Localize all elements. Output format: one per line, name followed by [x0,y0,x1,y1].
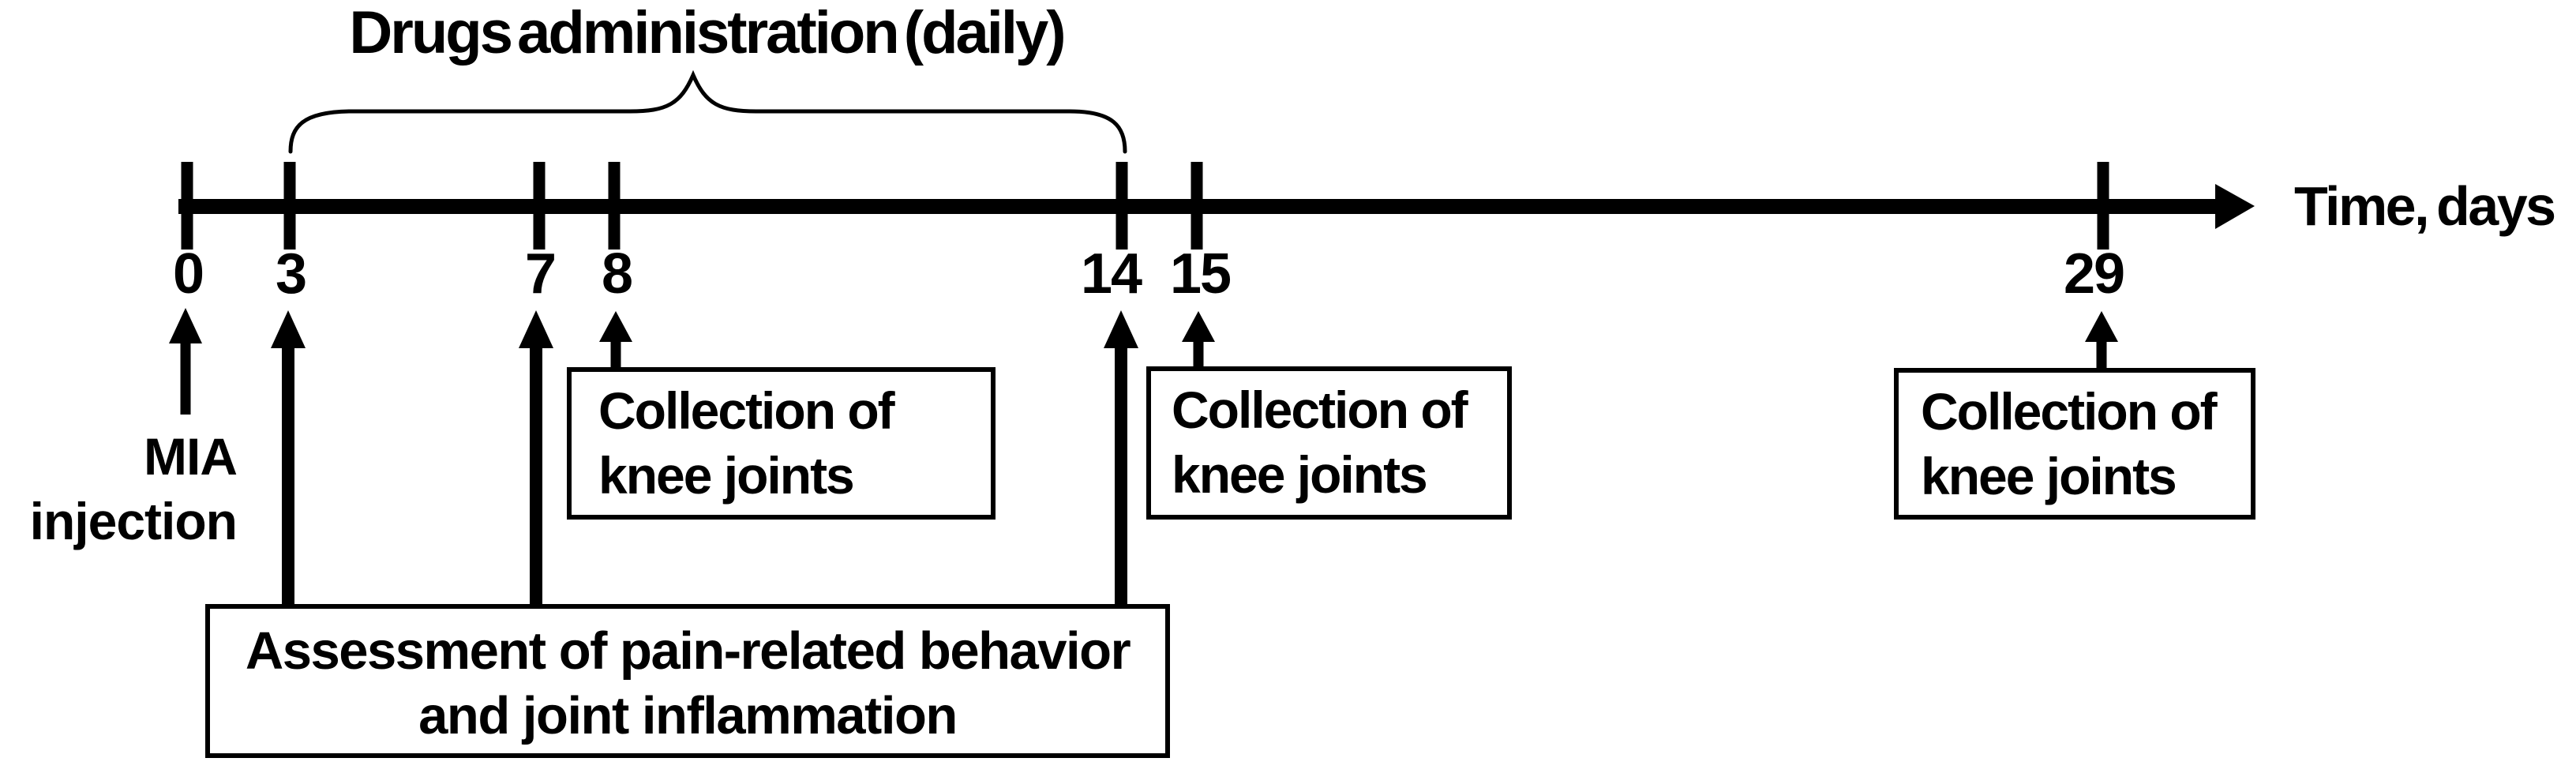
assessment-box-line1: Assessment of pain-related behavior [245,621,1131,681]
collection-arrow-day-29-icon [2085,311,2118,368]
tick-day-15 [1191,162,1203,250]
mia-injection-label-line1: MIA [144,427,238,486]
mia-injection-label-line2: injection [29,491,238,550]
tick-day-8 [608,162,621,250]
collection-box-line1: Collection of [1172,381,1468,439]
tick-day-0 [181,162,193,250]
mia-injection-arrow-icon [169,308,202,415]
tick-label-day-14: 14 [1080,242,1142,306]
collection-box-line1: Collection of [1921,382,2218,441]
tick-label-day-8: 8 [601,242,633,306]
collection-arrow-day-8-icon [599,311,632,368]
tick-day-3 [283,162,296,250]
tick-label-day-29: 29 [2063,242,2125,306]
tick-label-day-7: 7 [524,242,557,306]
assessment-box-line2: and joint inflammation [418,685,958,745]
tick-day-14 [1116,162,1128,250]
collection-box-line2: knee joints [1172,445,1428,504]
collection-box-day-8: Collection of knee joints [567,367,996,520]
assessment-arrow-day-3-icon [271,310,306,604]
time-axis-arrowhead-icon [2215,184,2255,229]
collection-box-line1: Collection of [598,381,895,440]
drugs-administration-label: Drugs administration (daily) [349,0,1066,66]
assessment-arrow-day-14-icon [1104,310,1138,604]
tick-label-day-0: 0 [172,242,204,306]
tick-label-day-3: 3 [275,242,307,306]
time-axis-label: Time, days [2294,175,2556,237]
assessment-arrow-day-7-icon [519,310,553,604]
collection-box-day-15: Collection of knee joints [1146,366,1512,520]
collection-box-line2: knee joints [1921,446,2177,505]
collection-box-line2: knee joints [598,445,855,505]
collection-arrow-day-15-icon [1182,311,1215,368]
mia-injection-label: MIA injection [6,425,238,554]
collection-box-day-29: Collection of knee joints [1894,368,2255,520]
tick-label-day-15: 15 [1169,242,1232,306]
tick-day-7 [533,162,546,250]
tick-day-29 [2097,162,2109,250]
assessment-box: Assessment of pain-related behavior and … [205,604,1170,758]
drugs-administration-brace-icon [288,69,1127,154]
